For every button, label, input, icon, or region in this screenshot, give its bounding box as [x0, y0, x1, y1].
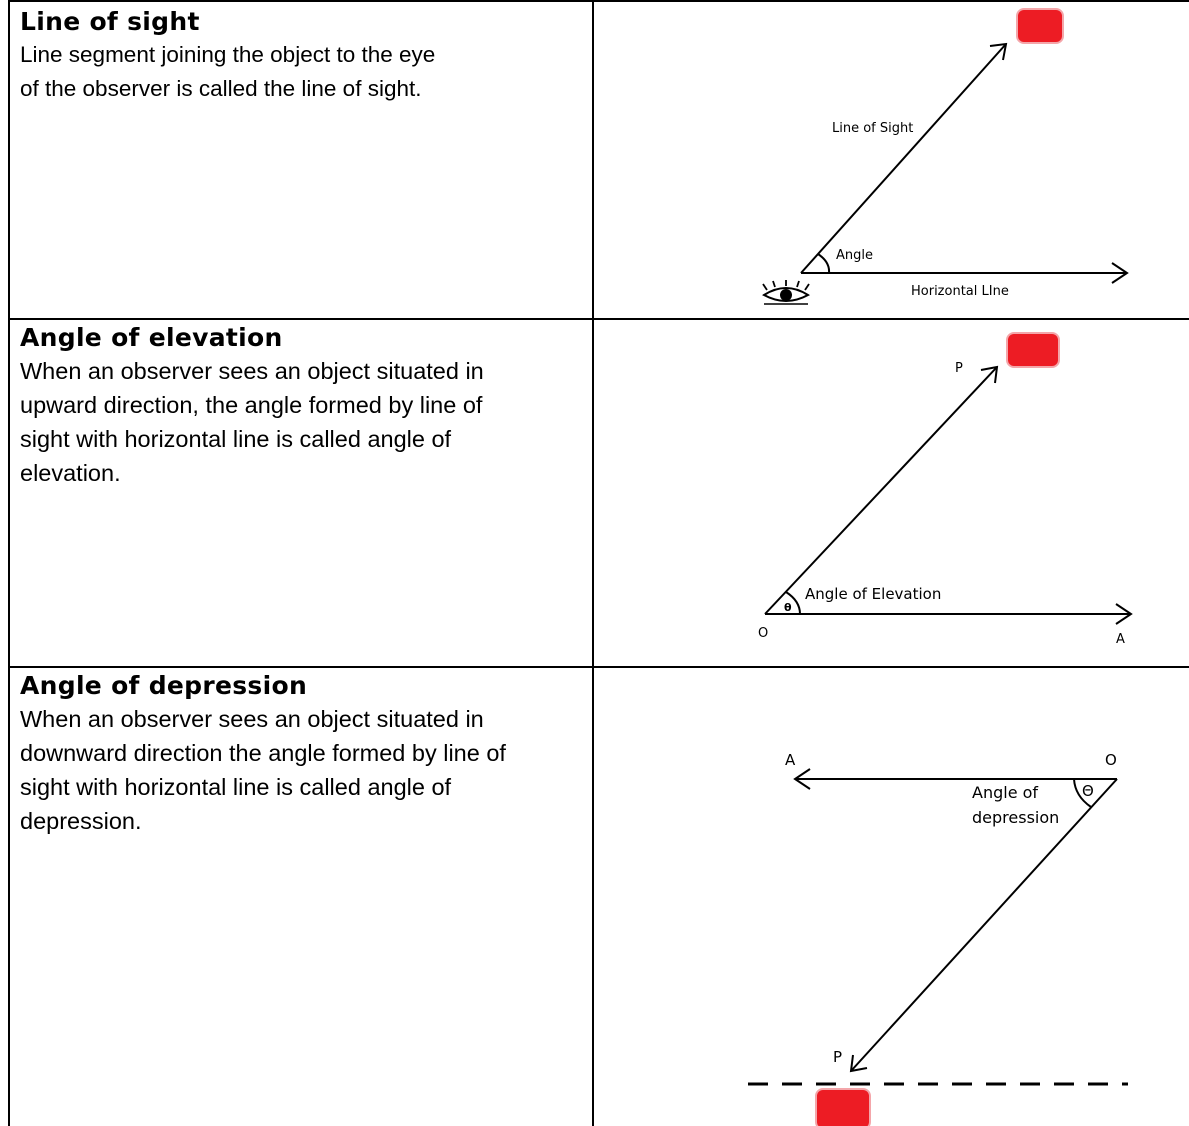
line-of-sight-line	[850, 778, 1118, 1072]
horizontal-line-label: Horizontal LIne	[911, 284, 1009, 299]
column-divider	[592, 0, 594, 1126]
theta-label: Θ	[1082, 782, 1094, 800]
line-of-sight-diagram: Line of Sight Angle Horizontal LIne	[762, 8, 1129, 305]
angle-of-depression-label-line1: Angle of	[972, 783, 1038, 802]
line-of-sight-line	[764, 366, 998, 615]
theta-label: θ	[784, 601, 792, 614]
line-of-sight-cell: Line of sight Line segment joining the o…	[20, 6, 580, 106]
angle-of-depression-heading: Angle of depression	[20, 671, 308, 700]
line-of-sight-arrowhead	[980, 365, 999, 384]
angle-of-depression-diagram: A O Θ Angle of depression P	[748, 751, 1128, 1126]
definition-line: Line segment joining the object to the e…	[20, 42, 436, 67]
point-o-label: O	[1105, 751, 1117, 769]
definition-line: upward direction, the angle formed by li…	[20, 392, 483, 418]
line-of-sight-definition: Line segment joining the object to the e…	[20, 38, 580, 106]
definitions-table	[8, 0, 1189, 1126]
definition-line: When an observer sees an object situated…	[20, 706, 484, 732]
definition-line: sight with horizontal line is called ang…	[20, 774, 452, 800]
point-p-label: P	[955, 361, 963, 376]
angle-arc	[785, 591, 801, 615]
point-p-label: P	[833, 1048, 842, 1066]
line-of-sight-arrowhead	[849, 1054, 868, 1073]
row-divider-1	[8, 318, 1189, 320]
angle-of-elevation-label: Angle of Elevation	[805, 585, 941, 603]
angle-arc	[817, 253, 831, 274]
definition-line: downward direction the angle formed by l…	[20, 740, 506, 766]
horizontal-arrowhead	[793, 768, 811, 790]
angle-of-elevation-heading: Angle of elevation	[20, 323, 283, 352]
line-of-sight-arrowhead	[989, 42, 1008, 61]
angle-arc	[1073, 778, 1092, 808]
definition-line: of the observer is called the line of si…	[20, 76, 422, 101]
object-icon	[1016, 8, 1064, 44]
point-a-label: A	[785, 751, 796, 769]
object-icon	[815, 1088, 871, 1126]
angle-of-depression-label-line2: depression	[972, 808, 1059, 827]
angle-of-elevation-cell: Angle of elevation When an observer sees…	[20, 322, 580, 490]
angle-of-depression-definition: When an observer sees an object situated…	[20, 702, 580, 838]
horizontal-arrowhead	[1115, 603, 1133, 625]
horizontal-arrowhead	[1111, 262, 1129, 284]
object-icon	[1006, 332, 1060, 368]
angle-of-depression-cell: Angle of depression When an observer see…	[20, 670, 580, 838]
definition-line: sight with horizontal line is called ang…	[20, 426, 452, 452]
point-o-label: O	[758, 626, 768, 641]
definition-line: elevation.	[20, 460, 121, 486]
line-of-sight-line	[800, 43, 1007, 274]
definition-line: depression.	[20, 808, 142, 834]
eye-icon	[762, 280, 810, 305]
point-a-label: A	[1116, 632, 1125, 647]
line-of-sight-heading: Line of sight	[20, 7, 200, 36]
row-divider-2	[8, 666, 1189, 668]
angle-of-elevation-definition: When an observer sees an object situated…	[20, 354, 580, 490]
definition-line: When an observer sees an object situated…	[20, 358, 484, 384]
angle-of-elevation-diagram: P O A θ Angle of Elevation	[758, 332, 1133, 647]
angle-label: Angle	[836, 248, 873, 263]
line-of-sight-label: Line of Sight	[832, 121, 913, 136]
